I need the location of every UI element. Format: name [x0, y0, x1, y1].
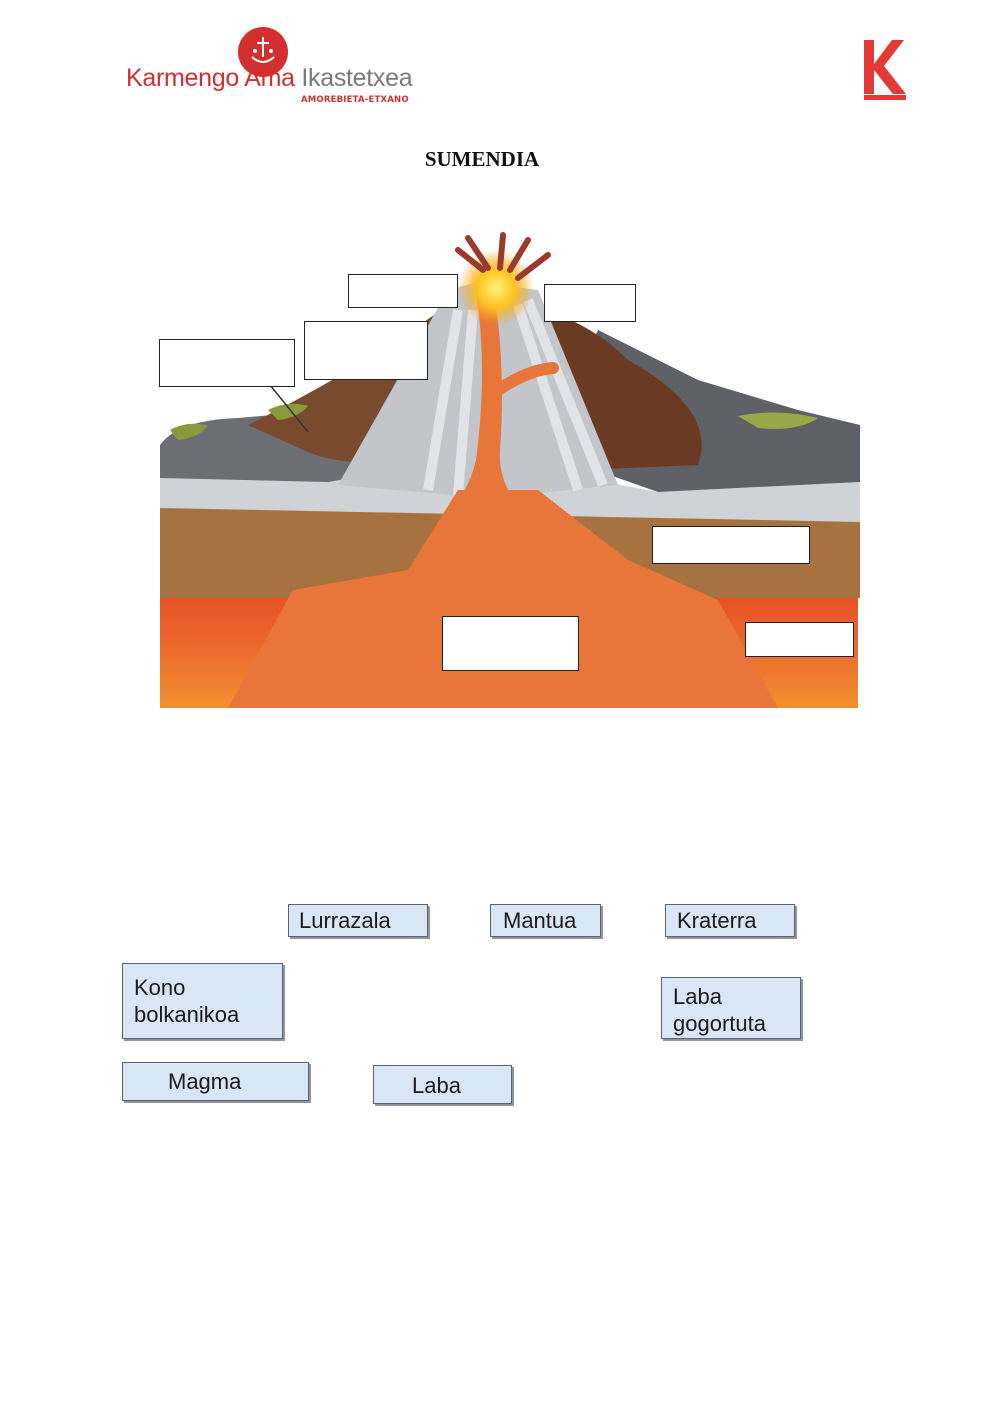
volcano-diagram	[158, 220, 860, 710]
answer-box-top-left[interactable]	[348, 274, 458, 308]
school-emblem-icon	[238, 27, 288, 77]
answer-box-mantle[interactable]	[745, 622, 854, 657]
answer-box-magma[interactable]	[442, 616, 579, 671]
page-title: SUMENDIA	[424, 147, 540, 171]
label-kraterra[interactable]: Kraterra	[665, 904, 795, 937]
label-laba-gog-line1: Laba	[673, 984, 722, 1009]
k-logo-icon	[860, 38, 908, 102]
school-location: AMOREBIETA-ETXANO	[301, 95, 409, 105]
label-magma[interactable]: Magma	[122, 1062, 309, 1101]
label-lurrazala[interactable]: Lurrazala	[288, 904, 428, 937]
school-name: Karmengo Ama Ikastetxea	[126, 64, 413, 93]
label-laba[interactable]: Laba	[373, 1065, 512, 1104]
school-logo: Karmengo Ama Ikastetxea AMOREBIETA-ETXAN…	[120, 24, 420, 124]
label-mantua-text: Mantua	[503, 908, 577, 933]
label-kono-bolkanikoa[interactable]: Kono bolkanikoa	[122, 963, 283, 1039]
label-laba-text: Laba	[412, 1073, 461, 1098]
label-kraterra-text: Kraterra	[677, 908, 757, 933]
label-mantua[interactable]: Mantua	[490, 904, 601, 937]
answer-box-crust[interactable]	[652, 526, 810, 564]
label-kono-line2: bolkanikoa	[134, 1002, 240, 1027]
label-lurrazala-text: Lurrazala	[299, 908, 391, 933]
answer-box-upper-middle[interactable]	[304, 321, 428, 380]
school-name-red: Karmengo Ama	[126, 64, 295, 92]
label-kono-line1: Kono	[134, 975, 186, 1000]
label-laba-gogortuta[interactable]: Laba gogortuta	[661, 977, 801, 1039]
answer-box-top-right[interactable]	[544, 284, 636, 322]
school-name-gray: Ikastetxea	[301, 64, 413, 92]
label-magma-text: Magma	[168, 1069, 242, 1094]
label-laba-gog-line2: gogortuta	[673, 1011, 766, 1036]
answer-box-left[interactable]	[159, 339, 295, 387]
